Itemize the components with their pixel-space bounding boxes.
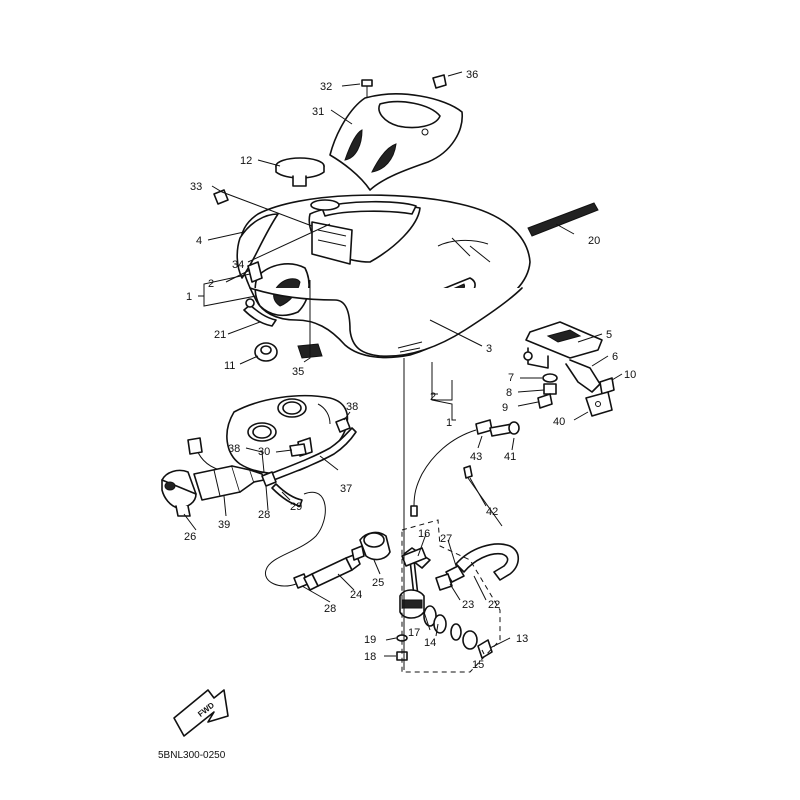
- callout-19: 19: [364, 634, 376, 646]
- callout-43: 43: [470, 451, 482, 463]
- fuel-pump-unit-part: [226, 394, 349, 475]
- fuel-tank-part: [236, 194, 531, 359]
- callout-2-upper: 2: [208, 278, 214, 290]
- petcock-part: [399, 547, 493, 659]
- hose-part: [269, 427, 357, 481]
- clamp-part: [261, 471, 277, 487]
- cable-part: [410, 419, 520, 517]
- callout-3: 3: [486, 343, 492, 355]
- callout-6: 6: [612, 351, 618, 363]
- bolt-part: [599, 377, 615, 395]
- hose-part: [271, 483, 303, 507]
- callout-24: 24: [350, 589, 362, 601]
- callout-36: 36: [466, 69, 478, 81]
- callout-26: 26: [184, 531, 196, 543]
- callout-42: 42: [486, 506, 498, 518]
- callout-13: 13: [516, 633, 528, 645]
- callout-38-lower: 38: [228, 443, 240, 455]
- cable-tie-part: [463, 465, 503, 527]
- callout-40: 40: [553, 416, 565, 428]
- callout-38-upper: 38: [346, 401, 358, 413]
- callout-34: 34: [232, 259, 244, 271]
- hose-part: [243, 298, 277, 327]
- callout-7: 7: [508, 372, 514, 384]
- callout-15: 15: [472, 659, 484, 671]
- plate-part: [585, 391, 613, 417]
- callout-18: 18: [364, 651, 376, 663]
- tank-cover-part: [329, 93, 463, 191]
- callout-16: 16: [418, 528, 430, 540]
- callout-31: 31: [312, 106, 324, 118]
- callout-5: 5: [606, 329, 612, 341]
- callout-labels: 36 32 31 12 33 4 34 2 1 21 11 35 20 5 6 …: [184, 69, 636, 671]
- callout-4: 4: [196, 235, 202, 247]
- callout-11: 11: [224, 360, 235, 372]
- callout-29: 29: [290, 501, 302, 513]
- filter-part: [161, 469, 197, 517]
- callout-1-lower: 1: [446, 417, 452, 429]
- callout-30: 30: [258, 446, 270, 458]
- assembly-outline: [401, 519, 501, 673]
- valve-part: [351, 531, 391, 561]
- callout-32: 32: [320, 81, 332, 93]
- inline-filter-part: [303, 553, 361, 591]
- callout-20: 20: [588, 235, 600, 247]
- callout-39: 39: [218, 519, 230, 531]
- cap-part: [432, 74, 447, 89]
- callout-35: 35: [292, 366, 304, 378]
- leader-lines: [183, 71, 623, 657]
- callout-28-lower: 28: [324, 603, 336, 615]
- fastener-part: [537, 373, 558, 409]
- callout-41: 41: [504, 451, 516, 463]
- bracket-part: [523, 321, 603, 393]
- callout-27: 27: [440, 533, 452, 545]
- fuel-line-part: [264, 491, 326, 587]
- screen-part: [401, 547, 427, 567]
- callout-9: 9: [502, 402, 508, 414]
- clamp-part: [335, 417, 351, 433]
- callout-28-upper: 28: [258, 509, 270, 521]
- callout-33: 33: [190, 181, 202, 193]
- screw-part: [396, 634, 408, 661]
- callout-22: 22: [488, 599, 500, 611]
- callout-14: 14: [424, 637, 436, 649]
- callout-12: 12: [240, 155, 252, 167]
- callout-17: 17: [408, 627, 420, 639]
- diagram-code: 5BNL300-0250: [158, 750, 226, 761]
- clip-part: [213, 189, 229, 205]
- fwd-arrow-icon: FWD: [173, 689, 229, 737]
- callout-25: 25: [372, 577, 384, 589]
- strip-part: [527, 202, 599, 237]
- callout-23: 23: [462, 599, 474, 611]
- fuel-pump-part: [187, 437, 265, 501]
- grommet-part: [254, 342, 278, 362]
- fitting-part: [289, 443, 307, 457]
- hose-part: [435, 543, 520, 591]
- callout-2-lower: 2: [430, 391, 436, 403]
- callout-8: 8: [506, 387, 512, 399]
- callout-37: 37: [340, 483, 352, 495]
- callout-1-upper: 1: [186, 291, 192, 303]
- graphic-part: [247, 261, 263, 283]
- fuel-cap-part: [275, 157, 325, 187]
- callout-21: 21: [214, 329, 226, 341]
- callout-10: 10: [624, 369, 636, 381]
